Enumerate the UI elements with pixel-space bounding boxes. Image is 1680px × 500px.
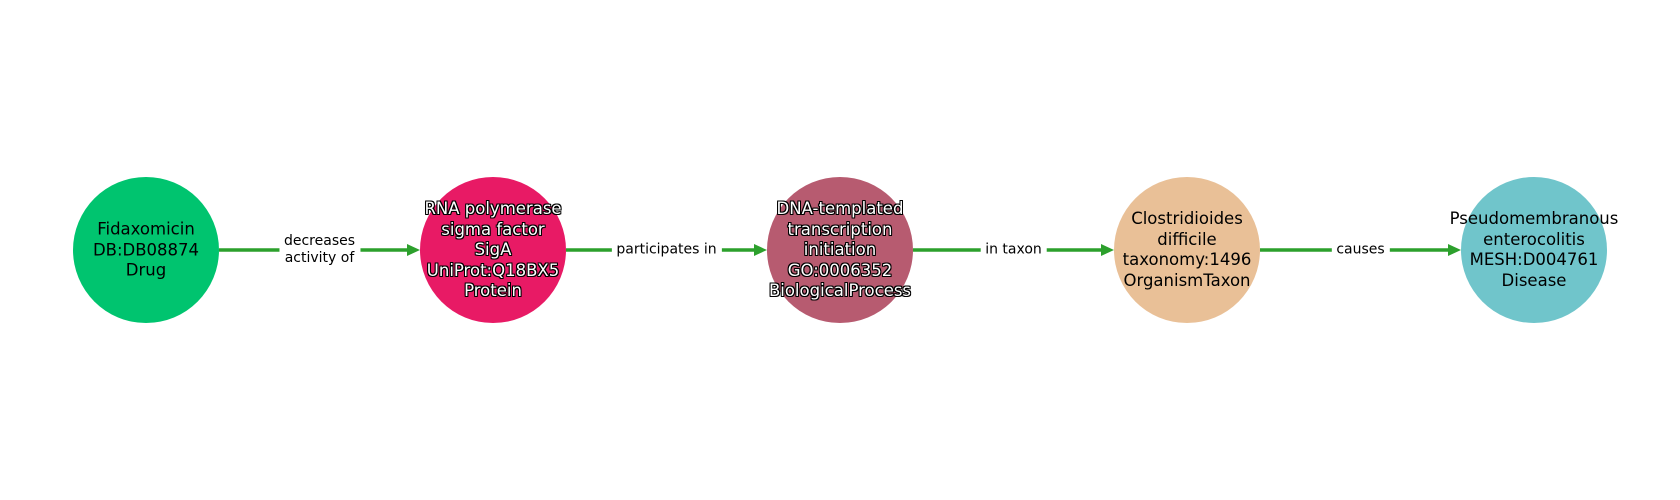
node-label-line: taxonomy:1496 [1122,250,1252,269]
node-label-line: enterocolitis [1483,229,1585,249]
arrowhead-icon [1448,244,1461,256]
node-label-line: GO:0006352 [787,260,893,280]
node-label-line: OrganismTaxon [1123,270,1251,290]
graph-node[interactable] [767,177,913,323]
node-label-line: RNA polymerase [424,198,562,218]
node-label-line: DB:DB08874 [92,239,200,259]
node-label-line: transcription [787,219,893,239]
edge-label-line: participates in [616,241,717,258]
node-label-line: sigma factor [441,219,545,239]
node-label-line: Protein [464,280,522,300]
arrowhead-icon [407,244,420,256]
edge-label-line: activity of [284,250,355,266]
graph-node[interactable] [73,177,219,323]
node-label-line: DNA-templated [776,198,904,218]
arrowhead-icon [1101,244,1114,256]
node-label-line: Drug [125,260,167,280]
node-label-line: UniProt:Q18BX5 [426,260,560,280]
edge-label: in taxon [980,241,1047,259]
node-label-line: BiologicalProcess [768,280,912,300]
node-label-line: Pseudomembranous [1449,209,1619,228]
graph-node[interactable] [1114,177,1260,323]
edge-label-line: in taxon [985,241,1042,258]
node-label-line: Disease [1501,270,1567,290]
arrowhead-icon [754,244,767,256]
edge-label: participates in [611,241,722,259]
node-label-line: Fidaxomicin [97,219,195,239]
node-label-line: difficile [1157,229,1217,249]
graph-node[interactable] [1461,177,1607,323]
node-label-line: MESH:D004761 [1469,250,1599,269]
edge-label: causes [1331,241,1390,259]
graph-node[interactable] [420,177,566,323]
edge-label-line: decreases [283,233,356,249]
edge-label-line: causes [1336,241,1385,258]
node-label-line: Clostridioides [1131,209,1243,228]
node-label-line: SigA [474,239,512,259]
node-label-line: initiation [803,239,877,259]
